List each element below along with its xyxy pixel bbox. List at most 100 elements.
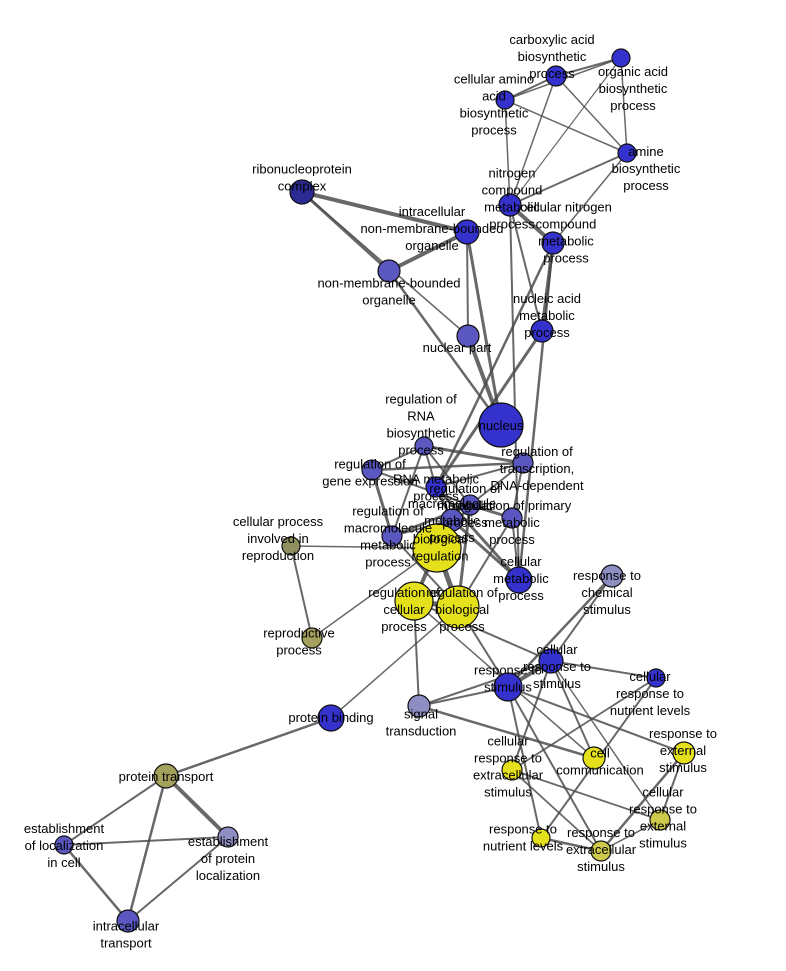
node-nitro[interactable] bbox=[498, 193, 522, 217]
node-bioreg[interactable] bbox=[412, 523, 462, 573]
edge-rrna-rmeta bbox=[423, 445, 471, 506]
node-crnl[interactable] bbox=[646, 668, 666, 688]
node-cmeta[interactable] bbox=[505, 566, 533, 594]
node-amino[interactable] bbox=[495, 90, 515, 110]
node-rchem[interactable] bbox=[600, 564, 624, 588]
edge-crstim-rchem bbox=[550, 575, 613, 662]
node-rprim[interactable] bbox=[501, 507, 523, 529]
node-crexs[interactable] bbox=[649, 809, 671, 831]
node-crstim[interactable] bbox=[538, 648, 564, 674]
node-cpir[interactable] bbox=[281, 536, 301, 556]
node-sigtrans[interactable] bbox=[407, 694, 431, 718]
edge-repro-bioreg bbox=[311, 547, 438, 639]
edge-inmbo-nmbo bbox=[387, 230, 469, 273]
node-pbind[interactable] bbox=[317, 704, 345, 732]
node-rcell[interactable] bbox=[394, 581, 434, 621]
node-nams[interactable] bbox=[530, 319, 554, 343]
edge-carbox-amine bbox=[555, 75, 628, 154]
node-rbio[interactable] bbox=[436, 585, 480, 629]
edge-rnam-cmeta bbox=[434, 485, 521, 582]
edge-organic-amine bbox=[620, 57, 628, 154]
edge-organic-nitro bbox=[509, 57, 622, 206]
node-ccomm[interactable] bbox=[582, 746, 606, 770]
node-repro[interactable] bbox=[301, 627, 323, 649]
node-crext[interactable] bbox=[501, 759, 523, 781]
edge-rext-crexs bbox=[659, 752, 685, 821]
edge-amino-amine bbox=[504, 99, 628, 154]
edge-rstim-rchem bbox=[506, 574, 614, 689]
edge-inmbo-nucleus bbox=[465, 230, 503, 427]
node-eprot[interactable] bbox=[217, 826, 239, 848]
node-rextra[interactable] bbox=[590, 840, 612, 862]
edge-ccomm-sigtrans bbox=[417, 704, 596, 760]
edge-crext-crexs bbox=[511, 769, 661, 821]
node-ptrans[interactable] bbox=[153, 763, 179, 789]
edge-ptrans-eprot bbox=[164, 774, 230, 839]
edge-carbox-nitro bbox=[509, 75, 557, 206]
edge-crstim-sigtrans bbox=[418, 660, 552, 707]
node-eloc[interactable] bbox=[54, 835, 74, 855]
node-layer bbox=[54, 48, 696, 933]
edge-rrna-rmacro bbox=[391, 445, 425, 537]
edge-rgene-rmeta bbox=[371, 469, 471, 506]
edge-crexs-rextra bbox=[600, 819, 661, 852]
edge-eloc-eprot bbox=[63, 836, 229, 846]
edge-ribo-inmbo bbox=[300, 190, 469, 234]
edge-crnl-crext bbox=[511, 677, 657, 771]
node-nmbo[interactable] bbox=[377, 259, 401, 283]
node-rnl[interactable] bbox=[531, 828, 551, 848]
node-cnitro[interactable] bbox=[541, 231, 565, 255]
edge-eloc-itrans bbox=[62, 843, 130, 923]
edge-rstim-sigtrans bbox=[418, 686, 509, 707]
edge-carbox-organic bbox=[555, 57, 622, 77]
node-rrna[interactable] bbox=[414, 436, 434, 456]
edge-inmbo-npart bbox=[466, 231, 469, 337]
edge-rcell-crstim bbox=[413, 600, 552, 662]
edge-rtrans-rnam bbox=[435, 462, 524, 488]
node-rmacro[interactable] bbox=[381, 525, 403, 547]
edge-cnitro-cmeta bbox=[517, 241, 555, 582]
node-rext[interactable] bbox=[672, 741, 696, 765]
node-inmbo[interactable] bbox=[454, 219, 480, 245]
node-carbox[interactable] bbox=[545, 65, 567, 87]
edge-ptrans-eloc bbox=[63, 775, 167, 846]
edge-amine-cnitro bbox=[552, 152, 628, 244]
node-ribo[interactable] bbox=[289, 179, 315, 205]
edge-rstim-rextra bbox=[507, 686, 602, 852]
edge-cpir-repro bbox=[290, 545, 313, 639]
edge-rbio-pbind bbox=[330, 606, 459, 719]
edge-crstim-crext bbox=[511, 660, 552, 771]
edge-crstim-crexs bbox=[550, 660, 661, 821]
node-nucleus[interactable] bbox=[478, 402, 524, 448]
node-npart[interactable] bbox=[456, 324, 480, 348]
edge-amino-nitro bbox=[504, 99, 511, 206]
node-itrans[interactable] bbox=[116, 909, 140, 933]
edge-rtrans-rmeta bbox=[469, 462, 524, 506]
node-organic[interactable] bbox=[611, 48, 631, 68]
edge-crext-rextra bbox=[511, 769, 602, 852]
edge-nitro-nams bbox=[509, 204, 543, 332]
node-amine[interactable] bbox=[617, 143, 637, 163]
edge-layer bbox=[62, 57, 686, 923]
edge-nmbo-nucleus bbox=[387, 269, 503, 427]
node-rgene[interactable] bbox=[361, 459, 383, 481]
edge-rgene-rmacro bbox=[370, 468, 394, 538]
edge-crstim-crnl bbox=[550, 660, 657, 679]
node-rstim[interactable] bbox=[493, 672, 523, 702]
edge-ptrans-itrans bbox=[126, 774, 168, 923]
edge-rrna-rtrans bbox=[422, 444, 525, 465]
node-rnam[interactable] bbox=[425, 476, 447, 498]
node-rmeta[interactable] bbox=[459, 494, 481, 516]
label-npart: nuclear part bbox=[423, 340, 492, 355]
edge-rstim-rext bbox=[507, 686, 685, 754]
edge-pbind-ptrans bbox=[164, 716, 333, 778]
node-rtrans[interactable] bbox=[512, 452, 534, 474]
edge-rtrans-rgene bbox=[370, 461, 525, 472]
